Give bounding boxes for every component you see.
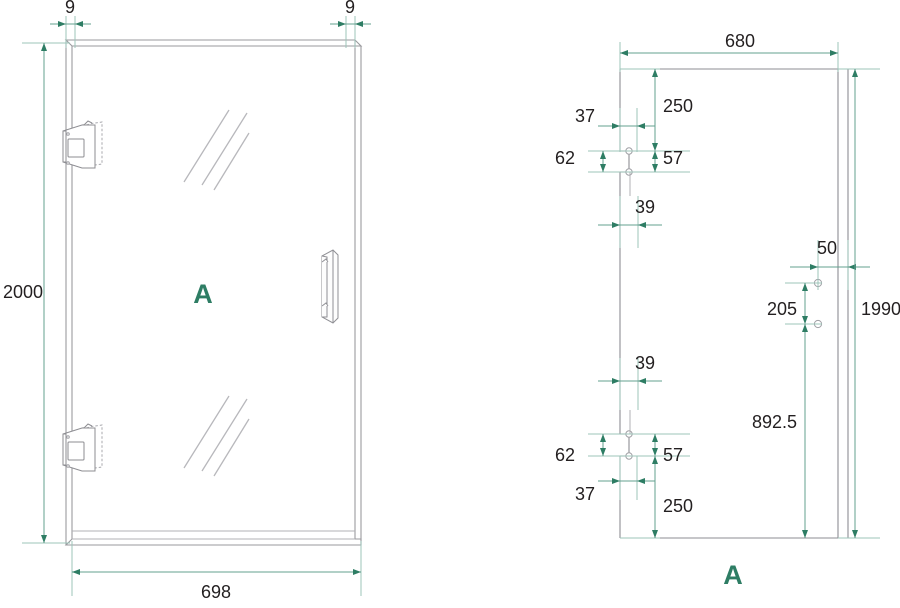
dim-label-right-bot-39: 39 (635, 353, 655, 373)
dim-left-gap-right: 9 (330, 0, 371, 48)
dim-label-right-height-1990: 1990 (861, 299, 900, 319)
hinge-upper (62, 120, 103, 169)
left-view-label-a: A (193, 279, 213, 309)
left-view-door-elevation: A 9 9 2000 (3, 0, 371, 602)
dim-label-right-892: 892.5 (752, 412, 797, 432)
dim-right-top-62: 62 (555, 148, 632, 173)
dim-label-right-bot-250: 250 (663, 496, 693, 516)
dim-right-bot-39: 39 (598, 353, 662, 410)
dim-label-right-top-62: 62 (555, 148, 575, 168)
dim-label-left-height: 2000 (3, 282, 43, 302)
dim-left-height: 2000 (3, 42, 70, 544)
hinge-lower (62, 423, 103, 472)
dim-left-gap-left: 9 (50, 0, 91, 48)
dim-right-bot-250: 250 (620, 455, 693, 539)
right-view-panel-detail: 680 250 37 62 (555, 31, 900, 590)
bottom-rail (64, 538, 362, 546)
dim-right-top-57: 57 (629, 148, 690, 173)
dim-right-top-39: 39 (598, 196, 662, 248)
dim-label-right-width: 680 (725, 31, 755, 51)
dim-right-top-37: 37 (575, 106, 655, 152)
dim-label-right-top-39: 39 (635, 197, 655, 217)
glass-reflection-upper (183, 109, 250, 191)
dim-label-right-bot-37: 37 (575, 484, 595, 504)
dim-right-892: 892.5 (752, 323, 822, 538)
dim-label-right-bot-57: 57 (663, 445, 683, 465)
dim-right-height-1990: 1990 (838, 68, 900, 539)
dim-label-right-top-57: 57 (663, 148, 683, 168)
dim-left-width: 698 (71, 541, 362, 602)
dim-label-right-top-37: 37 (575, 106, 595, 126)
right-view-label-a: A (723, 560, 743, 590)
dim-label-right-hole-205: 205 (767, 299, 797, 319)
door-handle (321, 249, 339, 324)
dim-right-bot-62: 62 (555, 433, 632, 465)
dim-label-right-bot-62: 62 (555, 445, 575, 465)
glass-reflection-lower (183, 395, 250, 477)
dim-right-top-250: 250 (620, 68, 693, 152)
dim-label-left-gap-right: 9 (345, 0, 355, 17)
dim-label-right-hole-50: 50 (817, 238, 837, 258)
dim-right-hole-50: 50 (790, 238, 870, 290)
dim-label-right-top-250: 250 (663, 96, 693, 116)
dim-right-width: 680 (619, 31, 839, 72)
dim-right-bot-37: 37 (575, 456, 655, 504)
dim-label-left-gap-left: 9 (65, 0, 75, 17)
dim-label-left-width: 698 (201, 582, 231, 602)
